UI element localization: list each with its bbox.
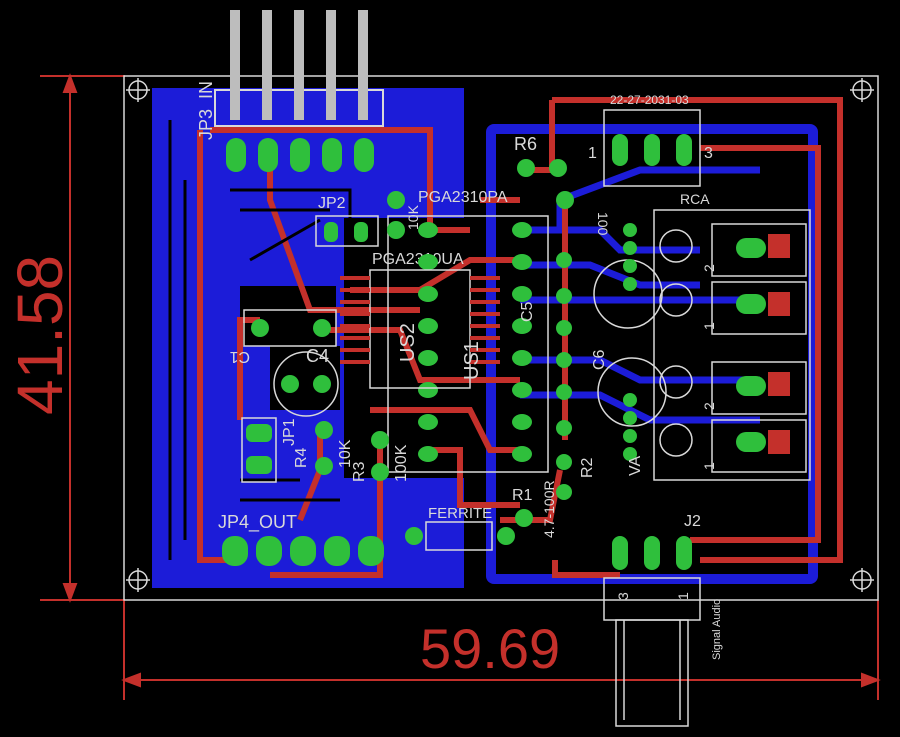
jp3-label: JP3_IN (196, 81, 217, 140)
jp1-outline (241, 417, 277, 483)
connector-top-pads[interactable] (612, 134, 692, 166)
j2-pin3: 3 (615, 592, 631, 600)
width-dimension-label: 59.69 (420, 617, 560, 680)
jp2-label: JP2 (318, 195, 346, 212)
mounting-holes (126, 78, 874, 592)
r3-label: R3 (351, 461, 368, 482)
rca-square-pads[interactable] (768, 234, 790, 454)
c1-label: C1 (229, 348, 250, 365)
va-label: VA (627, 456, 644, 476)
board-outline (123, 75, 879, 601)
j2-pin1: 1 (675, 592, 691, 600)
c4-outline (273, 351, 339, 417)
height-dimension-label: 41.58 (4, 255, 76, 415)
rca-pin2-b: 2 (701, 402, 717, 410)
connector-top-outline (603, 109, 701, 187)
c6-label: C6 (591, 349, 608, 370)
jp2-pads[interactable] (324, 222, 368, 242)
signal-audio-label: Signal Audio (711, 599, 723, 660)
j2-connector-body (603, 577, 701, 727)
r2-label: R2 (579, 457, 596, 478)
rca-label: RCA (680, 191, 710, 207)
rca-pads[interactable] (736, 238, 766, 452)
pour-thermal-lines (168, 120, 352, 560)
jp1-label: JP1 (281, 418, 298, 446)
via-pad-2[interactable] (387, 191, 405, 209)
r6-pads[interactable] (517, 159, 567, 177)
soic-outline (369, 269, 471, 389)
via-pad[interactable] (556, 191, 574, 209)
r1-label: R1 (512, 487, 533, 504)
rca-pin1-a: 1 (701, 322, 717, 330)
ferrite-label: FERRITE (428, 505, 492, 522)
c5-label: C5 (519, 301, 536, 322)
c1-outline (243, 309, 337, 347)
connector-top-pin3: 3 (704, 145, 713, 162)
ferrite-outline (425, 521, 493, 551)
rca-outline (653, 209, 811, 481)
c5-c6-pads[interactable] (556, 252, 572, 436)
us2-label: US2 (397, 323, 419, 362)
r1-r2-pads[interactable] (515, 454, 572, 527)
via-pad-3[interactable] (387, 221, 405, 239)
connector-top-pin1: 1 (588, 145, 597, 162)
va-pads[interactable] (623, 223, 637, 461)
dip-pads-left[interactable] (418, 222, 438, 462)
c-100-label: 100 (595, 212, 611, 236)
connector-top-label: 22-27-2031-03 (610, 93, 689, 107)
jp4-pads[interactable] (222, 536, 384, 566)
dimension-height (40, 73, 125, 603)
jp1-pads[interactable] (246, 424, 272, 474)
r1-value: 4.7-100R (541, 480, 557, 538)
jp3-header (214, 10, 384, 127)
j2-pads[interactable] (612, 536, 692, 570)
c1-pads[interactable] (251, 319, 331, 337)
rca-pin1-b: 1 (701, 462, 717, 470)
jp4-label: JP4_OUT (218, 512, 297, 533)
r3-r4-pads[interactable] (315, 421, 389, 481)
c4-pads[interactable] (281, 375, 331, 393)
r6-label: R6 (514, 134, 537, 154)
r4-label: R4 (293, 447, 310, 468)
soic-pads (340, 276, 500, 364)
j2-label: J2 (684, 513, 701, 530)
jp2-outline (315, 215, 379, 247)
dimension-width (121, 600, 881, 700)
pga2310ua-label: PGA2310UA (372, 251, 464, 268)
dip-socket-outline (387, 215, 549, 473)
r3-value: 100K (393, 444, 410, 482)
c4-label: C4 (306, 346, 329, 366)
dip-pads-right[interactable] (512, 222, 532, 462)
pga2310pa-label: PGA2310PA (418, 189, 508, 206)
jp3-pads[interactable] (226, 138, 374, 172)
r4-value: 10K (337, 439, 354, 468)
us1-label: US1 (461, 341, 483, 380)
ferrite-pads[interactable] (405, 527, 515, 545)
rca-screw-terminals (659, 223, 807, 473)
rca-pin2-a: 2 (701, 264, 717, 272)
ten-k-label: 10K (405, 204, 421, 230)
